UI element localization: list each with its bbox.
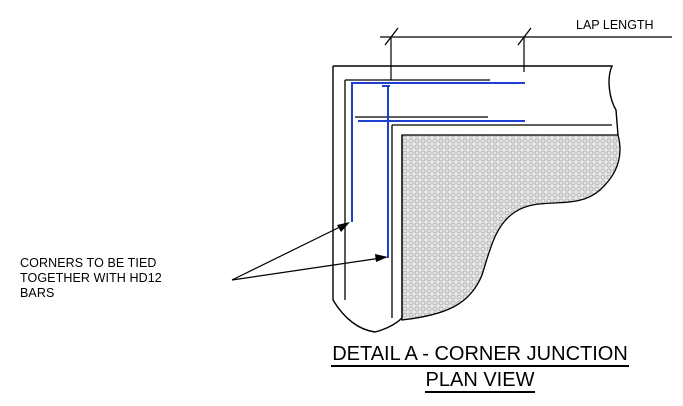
note-line-1: CORNERS TO BE TIED — [20, 256, 157, 270]
rebar-blue-outer-corner-bar — [351, 82, 525, 222]
note-line-3: BARS — [20, 286, 55, 300]
rebar-blue-outer-leg — [382, 85, 390, 258]
wall-outline — [332, 65, 619, 333]
concrete-infill — [401, 134, 621, 321]
leader-line-lower — [231, 257, 382, 281]
detail-title: DETAIL A - CORNER JUNCTION — [300, 343, 660, 367]
detail-title-text: DETAIL A - CORNER JUNCTION — [331, 343, 629, 367]
corner-tie-note: CORNERS TO BE TIED TOGETHER WITH HD12 BA… — [20, 256, 240, 301]
view-subtitle-text: PLAN VIEW — [424, 369, 536, 393]
note-line-2: TOGETHER WITH HD12 — [20, 271, 162, 285]
leader-arrow-lower — [375, 254, 388, 262]
view-subtitle: PLAN VIEW — [300, 369, 660, 393]
leader-line-upper — [231, 224, 345, 281]
lap-tick-right — [517, 27, 532, 46]
lap-length-label: LAP LENGTH — [576, 18, 654, 32]
lap-tick-left — [384, 27, 399, 46]
leader-arrow-upper — [337, 222, 350, 232]
